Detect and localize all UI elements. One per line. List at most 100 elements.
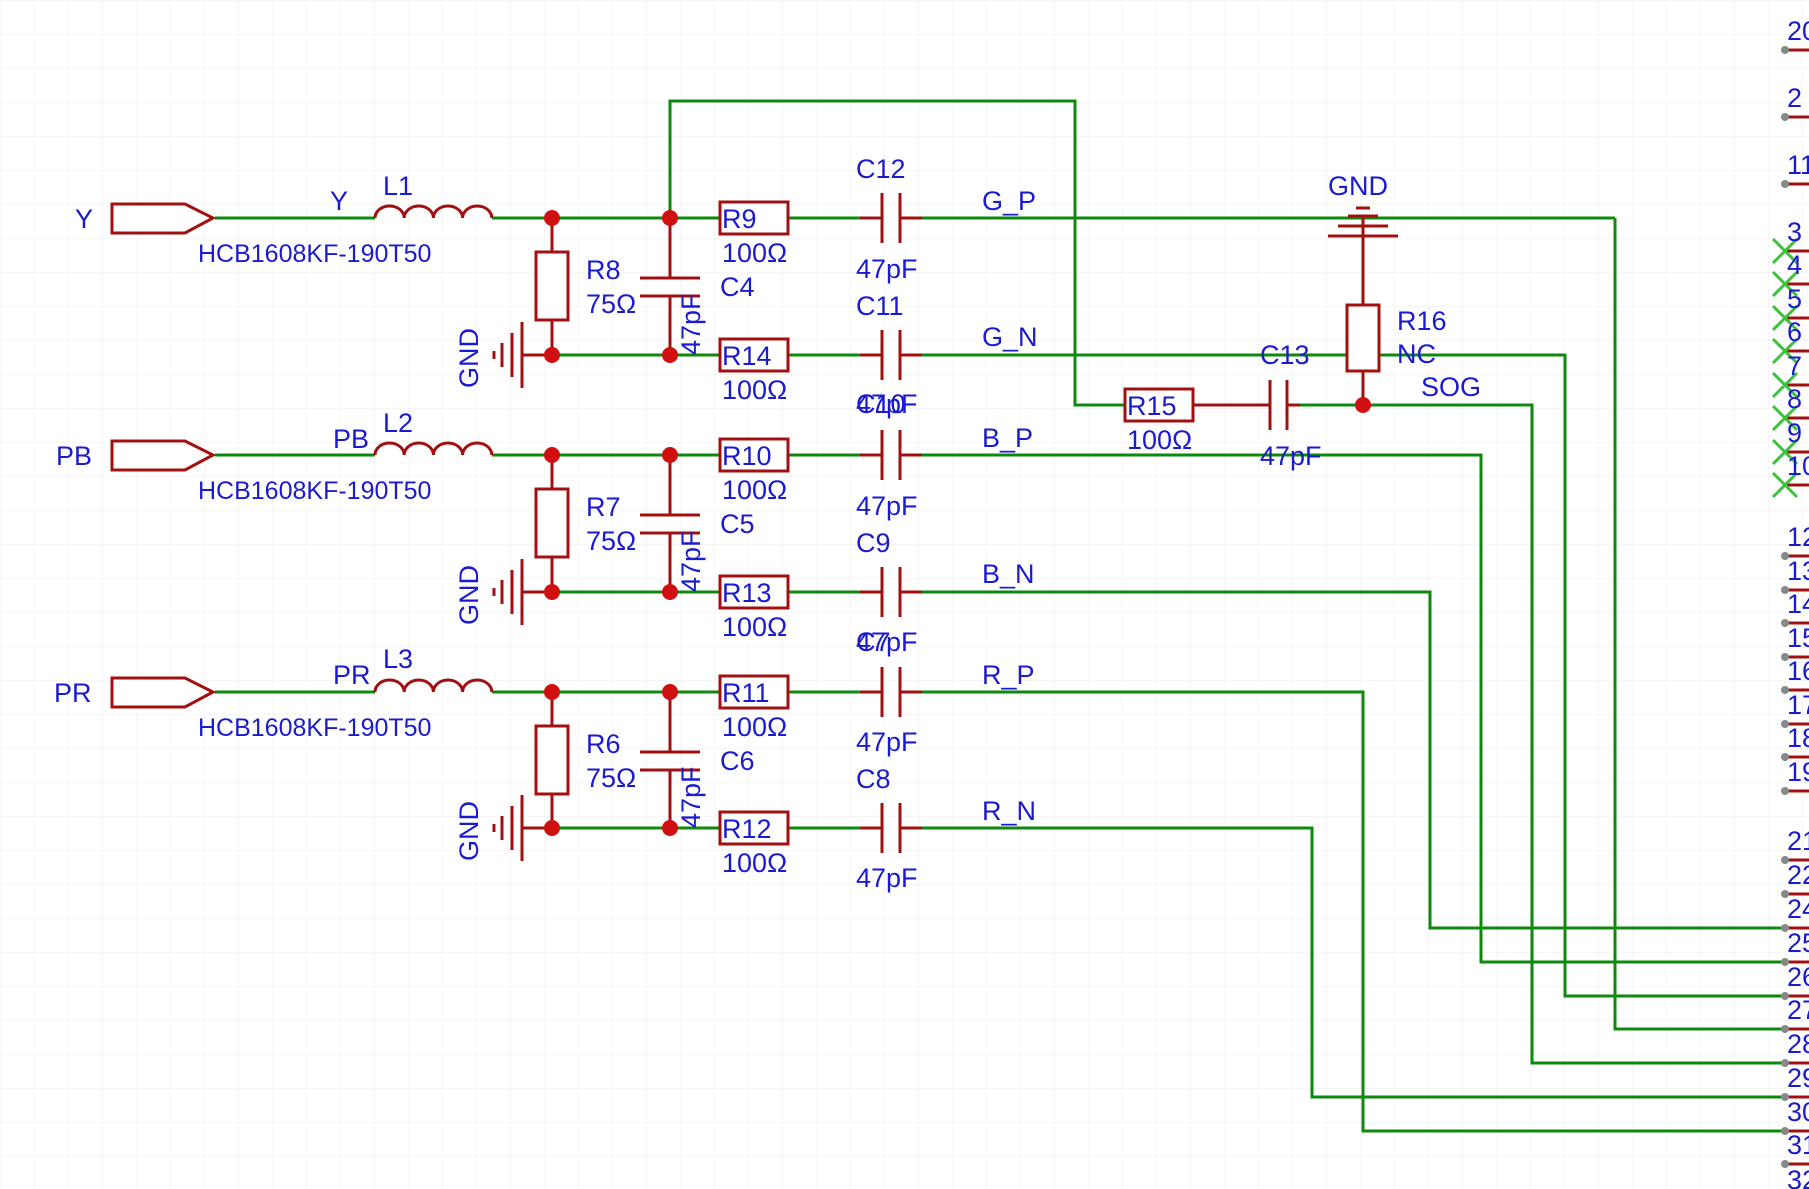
capacitor-c9[interactable]: C9 47pF	[856, 528, 922, 657]
port-y[interactable]: Y	[75, 202, 217, 235]
r8-ref: R8	[586, 255, 621, 285]
svg-text:28: 28	[1787, 1029, 1809, 1059]
pin-26: 26	[1781, 962, 1809, 1000]
gnd-symbol-2: GND	[454, 557, 554, 627]
capacitor-c6[interactable]: C6 47pF	[640, 746, 755, 828]
svg-text:21: 21	[1787, 826, 1809, 856]
port-pb-label: PB	[56, 441, 92, 471]
svg-text:3: 3	[1787, 217, 1802, 247]
r6-value: 75Ω	[586, 763, 636, 793]
svg-text:22: 22	[1787, 860, 1809, 890]
svg-text:7: 7	[1787, 351, 1802, 381]
svg-text:GND: GND	[454, 328, 484, 388]
capacitor-c4[interactable]: C4 47pF	[640, 272, 755, 355]
capacitor-c12[interactable]: C12 47pF	[856, 154, 922, 284]
svg-text:R10: R10	[722, 441, 772, 471]
svg-text:25: 25	[1787, 928, 1809, 958]
svg-text:47pF: 47pF	[856, 389, 918, 419]
svg-text:R15: R15	[1127, 391, 1177, 421]
svg-text:C11: C11	[856, 291, 904, 321]
svg-text:47pF: 47pF	[1260, 441, 1322, 471]
port-y-label: Y	[75, 204, 93, 234]
svg-text:R12: R12	[722, 814, 772, 844]
net-label-r-p: R_P	[982, 660, 1035, 690]
svg-text:19: 19	[1787, 757, 1809, 787]
r7-ref: R7	[586, 492, 621, 522]
junctions	[544, 210, 1371, 836]
svg-text:20: 20	[1787, 16, 1809, 46]
pin-27: 27	[1781, 995, 1809, 1033]
port-pb[interactable]: PB	[56, 439, 217, 472]
capacitor-c10[interactable]: C10 47pF	[856, 389, 922, 521]
resistor-r6[interactable]: R6 75Ω	[534, 724, 636, 796]
capacitor-c8[interactable]: C8 47pF	[856, 764, 922, 893]
l1-ref: L1	[383, 171, 413, 201]
pin-30: 30	[1781, 1097, 1809, 1135]
wires	[215, 99, 1785, 1133]
resistor-r11[interactable]: R11 100Ω	[718, 674, 790, 742]
port-pr[interactable]: PR	[54, 676, 217, 709]
capacitor-c11[interactable]: C11 47pF	[856, 291, 922, 419]
c5-value: 47pF	[676, 530, 706, 592]
pin-10: 10	[1771, 451, 1809, 499]
pin-14: 14	[1781, 589, 1809, 627]
capacitor-c7[interactable]: C7 47pF	[856, 627, 922, 757]
svg-text:17: 17	[1787, 690, 1809, 720]
pin-2: 2	[1781, 83, 1809, 121]
l2-ref: L2	[383, 408, 413, 438]
svg-text:C13: C13	[1260, 340, 1310, 370]
svg-text:29: 29	[1787, 1063, 1809, 1093]
svg-text:47pF: 47pF	[856, 254, 918, 284]
svg-text:30: 30	[1787, 1097, 1809, 1127]
l3-value: HCB1608KF-190T50	[198, 714, 431, 742]
svg-text:C8: C8	[856, 764, 891, 794]
svg-text:GND: GND	[454, 801, 484, 861]
resistor-r15[interactable]: R15 100Ω	[1123, 387, 1195, 455]
pin-13: 13	[1781, 556, 1809, 594]
inductor-l2[interactable]: L2 HCB1608KF-190T50	[198, 408, 494, 505]
pin-24: 24	[1781, 894, 1809, 932]
c4-ref: C4	[720, 272, 755, 302]
inductor-l3[interactable]: L3 HCB1608KF-190T50	[198, 644, 494, 742]
pin-8: 8	[1771, 384, 1809, 432]
svg-text:47pF: 47pF	[856, 863, 918, 893]
svg-text:100Ω: 100Ω	[722, 475, 787, 505]
svg-text:31: 31	[1787, 1130, 1809, 1160]
svg-text:100Ω: 100Ω	[722, 712, 787, 742]
resistor-r10[interactable]: R10 100Ω	[718, 437, 790, 505]
pin-21: 21	[1781, 826, 1809, 864]
resistor-r14[interactable]: R14 100Ω	[718, 337, 790, 405]
resistor-r7[interactable]: R7 75Ω	[534, 487, 636, 559]
svg-text:47pF: 47pF	[856, 491, 918, 521]
svg-text:100Ω: 100Ω	[722, 375, 787, 405]
capacitor-c13[interactable]: C13 47pF	[1193, 340, 1322, 471]
svg-text:14: 14	[1787, 589, 1809, 619]
resistor-r13[interactable]: R13 100Ω	[718, 574, 790, 642]
inductor-l1[interactable]: L1 HCB1608KF-190T50	[198, 171, 494, 268]
pin-29: 29	[1781, 1063, 1809, 1101]
net-label-y: Y	[330, 186, 348, 216]
gnd-symbol-1: GND	[454, 320, 554, 390]
resistor-r9[interactable]: R9 100Ω	[718, 200, 790, 268]
resistor-r8[interactable]: R8 75Ω	[534, 250, 636, 322]
pin-11: 11	[1781, 150, 1809, 188]
svg-text:C12: C12	[856, 154, 906, 184]
svg-text:100Ω: 100Ω	[1127, 425, 1192, 455]
resistor-r12[interactable]: R12 100Ω	[718, 810, 790, 878]
pin-20: 20	[1781, 16, 1809, 54]
svg-text:13: 13	[1787, 556, 1809, 586]
svg-text:47pF: 47pF	[856, 627, 918, 657]
svg-text:GND: GND	[454, 565, 484, 625]
pin-19: 19	[1781, 757, 1809, 795]
pin-17: 17	[1781, 690, 1809, 728]
c4-value: 47pF	[676, 293, 706, 355]
connector-pins: 20 2 11 3 4 5 6 7 8 9 10 12 13 14 15 16 …	[1771, 16, 1809, 1189]
net-label-pb: PB	[333, 424, 369, 454]
capacitor-c5[interactable]: C5 47pF	[640, 509, 755, 592]
svg-text:32: 32	[1787, 1165, 1809, 1189]
pin-4: 4	[1771, 250, 1809, 298]
pin-15: 15	[1781, 623, 1809, 661]
svg-text:R9: R9	[722, 204, 757, 234]
